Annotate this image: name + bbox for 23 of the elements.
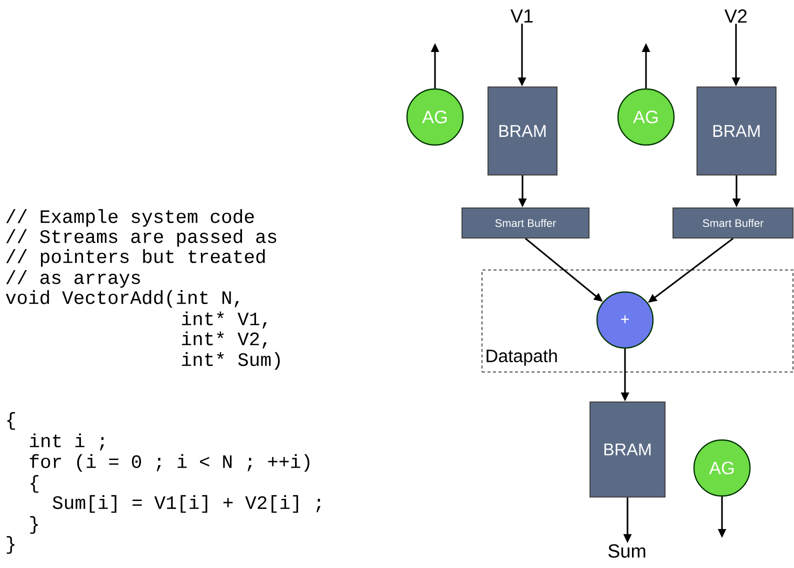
code-line: // Streams are passed as [6, 229, 276, 247]
code-line: void VectorAdd(int N, [6, 290, 239, 308]
smart-buffer-box: Smart Buffer [462, 207, 590, 238]
signal-label: Sum [608, 544, 646, 558]
signal-label: V1 [510, 9, 533, 22]
code-line: int i ; [30, 433, 104, 451]
signal-label: V2 [724, 9, 747, 23]
code-line: } [6, 536, 14, 554]
code-line: // pointers but treated [6, 249, 265, 267]
code-line: { [30, 475, 38, 493]
code-line: { [7, 412, 15, 430]
bram-block: BRAM [488, 86, 558, 176]
smart-buffer-box: Smart Buffer [672, 207, 794, 238]
code-line: for (i = 0 ; i < N ; ++i) [30, 454, 310, 472]
code-line: int* V2, [182, 331, 267, 349]
code-line: Sum[i] = V1[i] + V2[i] ; [52, 495, 320, 513]
code-line: int* Sum) [182, 352, 280, 370]
code-line: // Example system code [6, 209, 254, 227]
code-line: // as arrays [6, 270, 140, 288]
code-line: int* V1, [182, 311, 267, 329]
code-line: } [30, 516, 38, 534]
bram-block: BRAM [590, 401, 666, 498]
bram-block: BRAM [696, 86, 776, 176]
